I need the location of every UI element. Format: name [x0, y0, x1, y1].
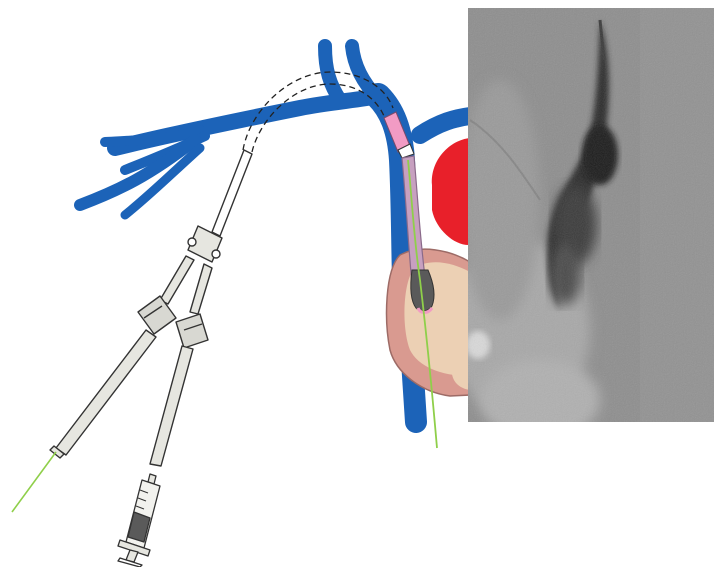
jugular-vein-left	[325, 46, 340, 100]
y-arm-right	[190, 264, 212, 314]
connector-screw-left	[188, 238, 196, 246]
syringe-icon	[118, 474, 160, 567]
y-arm-left	[160, 256, 194, 304]
clamp-right	[176, 314, 208, 348]
clamp-left	[138, 296, 176, 334]
guidewire-icon	[12, 452, 56, 512]
tube-left	[56, 330, 156, 455]
fluoroscopy-image	[450, 8, 714, 440]
catheter-shaft-upper	[212, 150, 252, 236]
heart-red-chamber	[432, 138, 470, 245]
tube-right	[150, 346, 193, 466]
vein-right-arch	[420, 116, 470, 135]
connector-screw-right	[212, 250, 220, 258]
